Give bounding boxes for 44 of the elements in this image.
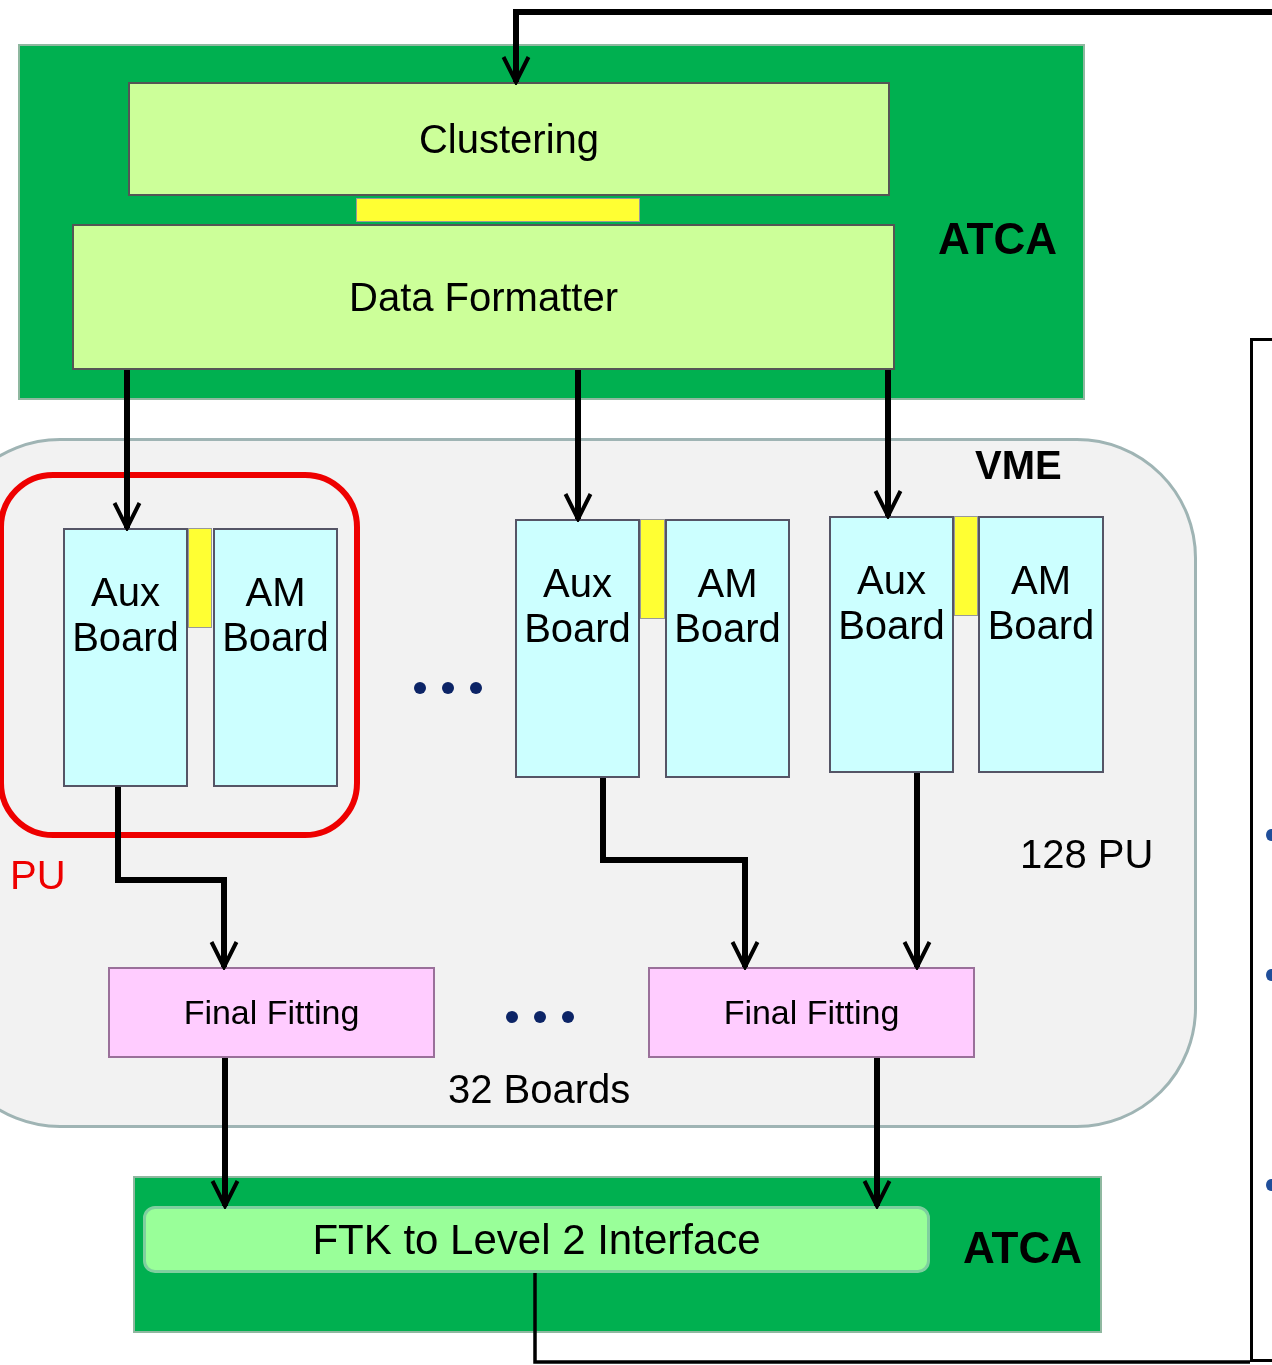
fitting-board-box [108,967,435,1058]
board-label: FTK to Level 2 Interface [312,1216,761,1263]
board-box [515,519,640,778]
board-box [829,516,954,773]
board-box [63,528,188,787]
fitting-board-box [648,967,975,1058]
module-box [128,82,890,196]
panel-heading: ATCA [938,214,1057,264]
module-box [72,224,895,370]
arrow [210,1058,240,1208]
connector-bar [954,516,978,616]
board-box [665,519,790,778]
crate-panel [18,44,1085,400]
board-box [213,528,338,787]
arrow [115,787,239,969]
board-label: Final Fitting [183,993,360,1032]
board-label: Aux Board [837,558,946,648]
board-label: Aux Board [71,570,180,660]
board-label: Aux Board [523,561,632,651]
count-label: 128 PU [1020,832,1154,877]
connector-bar [356,198,640,222]
board-label: AM Board [221,570,330,660]
vme-crate-panel [0,438,1197,1128]
board-label: AM Board [986,558,1096,648]
panel-heading: ATCA [963,1223,1082,1273]
connector-bar [188,528,212,628]
arrow [112,370,142,530]
arrow [902,773,932,969]
arrow [563,370,593,521]
board-box [978,516,1104,773]
interface-box [143,1206,930,1273]
count-label: 32 Boards [448,1067,631,1112]
board-label: AM Board [673,561,782,651]
panel-heading: VME [975,443,1062,488]
board-label: Clustering [418,116,600,162]
panel-heading: PU [10,853,66,898]
arrow [501,9,1272,84]
board-label: Data Formatter [349,274,618,320]
connector-bar [640,519,665,619]
board-label: Final Fitting [723,993,900,1032]
crate-panel [133,1176,1102,1333]
arrow [862,1058,892,1208]
arrow [873,370,903,518]
arrow [600,778,760,969]
